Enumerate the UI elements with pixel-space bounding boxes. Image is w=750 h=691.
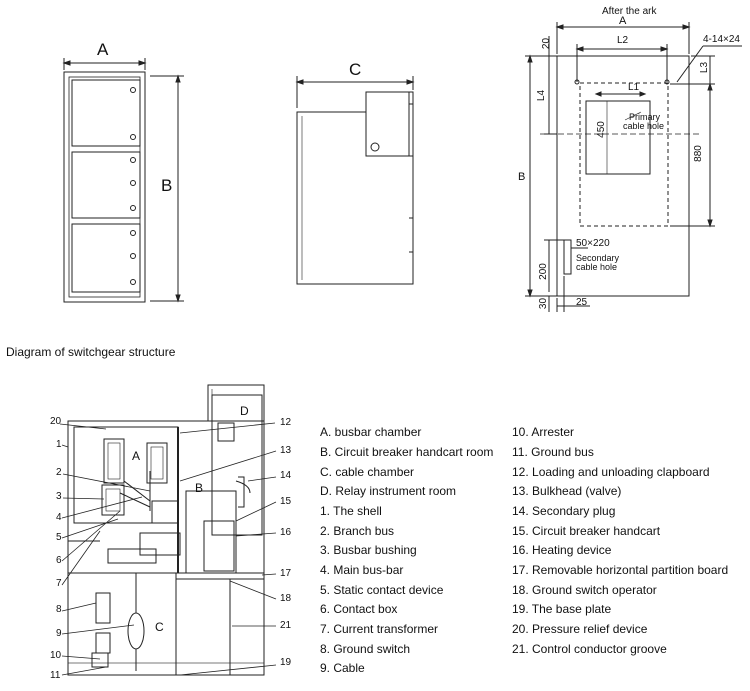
callout-5: 5 <box>56 532 62 543</box>
callout-17: 17 <box>280 568 292 579</box>
legend-item: B. Circuit breaker handcart room <box>320 445 494 459</box>
callout-11: 11 <box>50 670 61 681</box>
foundation-dim-L3: L3 <box>699 61 711 74</box>
legend-item: 20. Pressure relief device <box>512 622 648 636</box>
callout-9: 9 <box>56 628 62 639</box>
legend-item: 16. Heating device <box>512 543 612 557</box>
legend-item: 11. Ground bus <box>512 445 594 459</box>
legend-item: 1. The shell <box>320 504 382 518</box>
top-drawings <box>62 22 742 312</box>
foundation-secondary-hole-1: Secondary <box>576 253 620 263</box>
legend-item: 17. Removable horizontal partition board <box>512 563 729 577</box>
foundation-dim-25: 25 <box>576 297 588 308</box>
foundation-view <box>525 22 742 312</box>
foundation-dim-L1: L1 <box>628 82 640 93</box>
legend-item: 15. Circuit breaker handcart <box>512 524 661 538</box>
legend-item: 12. Loading and unloading clapboard <box>512 465 710 479</box>
foundation-secondary-size: 50×220 <box>576 238 610 249</box>
callout-6: 6 <box>56 555 62 566</box>
callout-14: 14 <box>280 470 292 481</box>
callout-19: 19 <box>280 657 292 668</box>
foundation-dim-30: 30 <box>538 297 550 310</box>
room-B-label: B <box>195 481 204 495</box>
legend-item: 10. Arrester <box>512 425 575 439</box>
callout-2: 2 <box>56 467 62 478</box>
callout-20: 20 <box>50 416 62 427</box>
foundation-holes-note: 4-14×24 <box>703 34 740 45</box>
callout-4: 4 <box>56 512 62 523</box>
callout-18: 18 <box>280 593 292 604</box>
legend-item: 21. Control conductor groove <box>512 642 667 656</box>
callout-10: 10 <box>50 650 62 661</box>
callout-15: 15 <box>280 496 292 507</box>
callout-21: 21 <box>280 620 292 631</box>
foundation-dim-B: B <box>518 171 526 183</box>
callout-16: 16 <box>280 527 292 538</box>
legend-item: 13. Bulkhead (valve) <box>512 484 622 498</box>
legend-item: 2. Branch bus <box>320 524 395 538</box>
foundation-dim-L4: L4 <box>536 89 548 102</box>
foundation-secondary-hole-2: cable hole <box>576 262 618 272</box>
legend-item: C. cable chamber <box>320 465 415 479</box>
structure-drawing <box>59 384 277 676</box>
callout-13: 13 <box>280 445 292 456</box>
callout-7: 7 <box>56 578 62 589</box>
callout-8: 8 <box>56 604 62 615</box>
room-D-label: D <box>240 404 249 418</box>
legend-item: 3. Busbar bushing <box>320 543 417 557</box>
side-view <box>295 76 415 285</box>
legend-item: 19. The base plate <box>512 602 612 616</box>
diagram-caption: Diagram of switchgear structure <box>6 345 176 359</box>
room-A-label: A <box>132 449 141 463</box>
legend-item: 14. Secondary plug <box>512 504 616 518</box>
legend-item: 5. Static contact device <box>320 583 444 597</box>
foundation-dim-200: 200 <box>537 263 549 280</box>
foundation-dim-A: A <box>619 15 627 27</box>
legend-item: 6. Contact box <box>320 602 398 616</box>
legend-item: A. busbar chamber <box>320 425 422 439</box>
foundation-dim-20: 20 <box>541 37 553 50</box>
legend-item: 18. Ground switch operator <box>512 583 657 597</box>
callout-3: 3 <box>56 491 62 502</box>
foundation-primary-hole-2: cable hole <box>623 121 665 131</box>
foundation-dim-L2: L2 <box>617 35 629 46</box>
front-dim-B: B <box>161 176 173 195</box>
foundation-dim-880: 880 <box>692 145 704 162</box>
legend-item: 9. Cable <box>320 661 365 675</box>
front-dim-A: A <box>97 40 109 59</box>
callout-12: 12 <box>280 417 292 428</box>
foundation-title: After the ark <box>602 6 657 17</box>
legend-item: D. Relay instrument room <box>320 484 457 498</box>
room-C-label: C <box>155 620 164 634</box>
foundation-dim-450: 450 <box>595 121 607 138</box>
side-dim-C: C <box>349 60 362 79</box>
legend-item: 8. Ground switch <box>320 642 411 656</box>
foundation-primary-hole-1: Primary <box>629 112 660 122</box>
legend-item: 4. Main bus-bar <box>320 563 404 577</box>
callout-1: 1 <box>56 439 62 450</box>
legend-item: 7. Current transformer <box>320 622 439 636</box>
front-view <box>62 58 184 303</box>
